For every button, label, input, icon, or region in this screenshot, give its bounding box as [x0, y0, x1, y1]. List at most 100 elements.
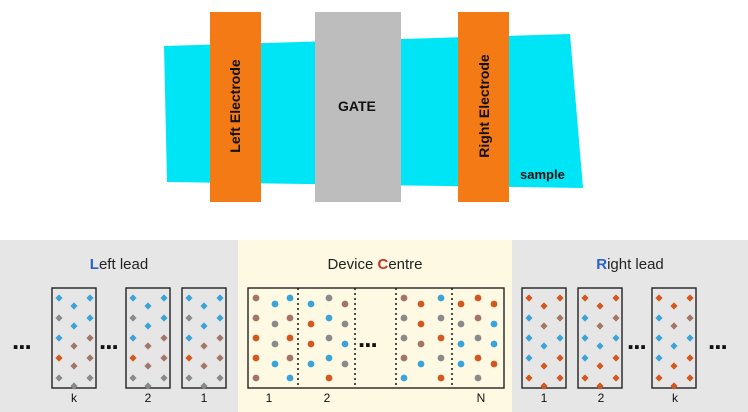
left-lead-cell-2-atom	[144, 342, 152, 350]
device-atom	[474, 334, 482, 342]
left-lead-cell-2-atom	[160, 294, 168, 302]
left-lead-cell-k-atom	[70, 322, 78, 330]
device-atom	[341, 360, 349, 368]
right-lead-cell-2-atom	[581, 294, 589, 302]
left-electrode	[210, 12, 261, 202]
device-index-1: 1	[265, 391, 273, 405]
right-lead-cell-1-atom	[525, 294, 533, 302]
device-atom	[286, 334, 294, 342]
device-atom	[307, 300, 315, 308]
left-lead-cell-2-atom	[129, 374, 137, 382]
device-atom	[252, 294, 260, 302]
device-atom	[474, 374, 482, 382]
left-lead-cell-2-atom	[129, 334, 137, 342]
device-atom	[341, 300, 349, 308]
left-lead-cell-1-atom	[200, 322, 208, 330]
right-lead-cell-2-atom	[612, 314, 620, 322]
right-lead-cell-1-atom	[525, 374, 533, 382]
left-lead-index-1: 1	[200, 391, 208, 405]
left-lead-cell-1-atom	[200, 362, 208, 370]
device-atom	[325, 374, 333, 382]
device-atom	[474, 314, 482, 322]
left-lead-cell-2-atom	[129, 354, 137, 362]
left-lead-cell-1-atom	[185, 314, 193, 322]
right-lead-cell-1-atom	[525, 314, 533, 322]
right-lead-cell-k-atom	[686, 334, 694, 342]
device-atom	[400, 314, 408, 322]
right-lead-cell-2-atom	[612, 374, 620, 382]
device-atom	[474, 354, 482, 362]
ellipsis-device: ...	[358, 323, 378, 353]
device-centre-title: Device Centre	[238, 256, 512, 273]
right-lead-cell-2-atom	[581, 354, 589, 362]
right-lead-cell-1-atom	[556, 294, 564, 302]
device-atom	[457, 360, 465, 368]
device-atom	[457, 340, 465, 348]
left-lead-cell-k-atom	[55, 374, 63, 382]
right-lead-cell-k-atom	[686, 374, 694, 382]
left-lead-cell-1-atom	[216, 334, 224, 342]
device-atom	[252, 334, 260, 342]
device-atom	[341, 340, 349, 348]
device-atom	[271, 340, 279, 348]
right-lead-cell-k-atom	[655, 314, 663, 322]
device-atom	[286, 294, 294, 302]
device-atom	[417, 340, 425, 348]
right-lead-cell-1-atom	[540, 322, 548, 330]
left-lead-cell-k-atom	[55, 334, 63, 342]
right-lead-cell-2-atom	[612, 354, 620, 362]
left-lead-cell-k-atom	[86, 314, 94, 322]
right-lead-cell-1-atom	[540, 302, 548, 310]
right-lead-cell-1-atom	[540, 342, 548, 350]
left-electrode-label: Left Electrode	[227, 59, 243, 153]
gate	[315, 12, 401, 202]
right-lead-cell-k-atom	[686, 314, 694, 322]
left-lead-cell-2-atom	[160, 314, 168, 322]
ellipsis-left-outer: ...	[12, 325, 32, 355]
device-atom	[400, 294, 408, 302]
device-index-2: 2	[323, 391, 331, 405]
right-lead-cell-k-atom	[670, 362, 678, 370]
device-atom	[400, 374, 408, 382]
right-lead-cell-1-atom	[540, 382, 548, 390]
device-atom	[307, 340, 315, 348]
left-lead-cell-1-atom	[200, 302, 208, 310]
right-lead-cell-k-atom	[686, 354, 694, 362]
left-lead-cell-2-atom	[144, 382, 152, 390]
left-lead-cell-k-atom	[86, 374, 94, 382]
device-atom	[325, 314, 333, 322]
right-lead-cell-k-atom	[655, 374, 663, 382]
device-atom	[307, 360, 315, 368]
right-lead-cell-1-atom	[525, 334, 533, 342]
left-lead-title-initial: L	[89, 256, 99, 273]
right-electrode-label: Right Electrode	[476, 54, 492, 158]
device-atom	[417, 320, 425, 328]
left-lead-index-2: 2	[144, 391, 152, 405]
device-atom	[457, 300, 465, 308]
right-lead-cell-1-atom	[556, 334, 564, 342]
left-lead-cell-k-atom	[86, 334, 94, 342]
ellipsis-left-inner: ...	[99, 325, 119, 355]
device-atom	[490, 340, 498, 348]
right-electrode	[458, 12, 509, 202]
device-atom	[417, 300, 425, 308]
left-lead-cell-1-atom	[216, 314, 224, 322]
left-lead-cell-k-atom	[86, 294, 94, 302]
device-atom	[437, 334, 445, 342]
right-lead-panel	[512, 240, 748, 412]
right-lead-cell-2-atom	[596, 382, 604, 390]
left-lead-cell-1-atom	[216, 294, 224, 302]
right-lead-cell-k-atom	[670, 382, 678, 390]
left-lead-cell-1-atom	[216, 354, 224, 362]
device-centre-title-pre: Device	[327, 256, 378, 273]
left-lead-cell-2-atom	[144, 302, 152, 310]
right-lead-cell-k-atom	[655, 354, 663, 362]
right-lead-cell-2-atom	[596, 362, 604, 370]
right-lead-cell-1-atom	[556, 374, 564, 382]
device-atom	[325, 334, 333, 342]
device-atom	[271, 320, 279, 328]
device-atom	[437, 314, 445, 322]
left-lead-cell-k-atom	[70, 362, 78, 370]
device-atom	[490, 300, 498, 308]
right-lead-cell-2-atom	[581, 334, 589, 342]
